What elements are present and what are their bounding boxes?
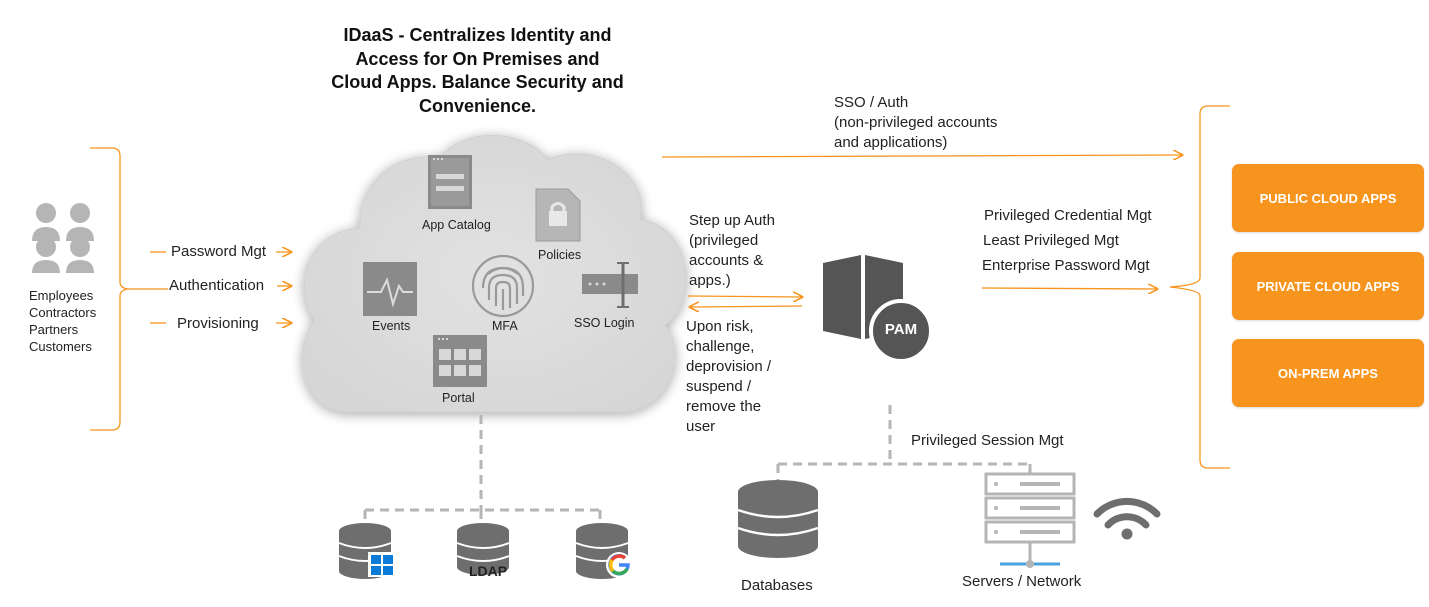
servers-network-label: Servers / Network: [962, 573, 1082, 590]
app-catalog-label: App Catalog: [422, 218, 491, 232]
mfa-icon: [471, 254, 535, 318]
step-up-line: Step up Auth: [689, 212, 775, 229]
step-up-auth-label: Step up Auth (privileged accounts & apps…: [689, 211, 775, 291]
app-catalog-icon: [428, 155, 472, 209]
policies-label: Policies: [538, 248, 582, 262]
upon-risk-label: Upon risk, challenge, deprovision / susp…: [686, 317, 771, 437]
google-database-icon: [575, 523, 632, 579]
upon-risk-line: user: [686, 418, 716, 435]
user-type: Employees: [29, 288, 94, 303]
sso-auth-line: and applications): [834, 134, 948, 151]
policies-icon: [535, 188, 581, 242]
events-label: Events: [372, 319, 411, 333]
enterprise-password-mgt-label: Enterprise Password Mgt: [982, 257, 1150, 274]
sso-login-icon: [582, 262, 638, 308]
users-list: Employees Contractors Partners Customers: [29, 287, 96, 355]
privileged-credential-mgt-label: Privileged Credential Mgt: [984, 207, 1152, 224]
least-privileged-mgt-label: Least Privileged Mgt: [983, 232, 1119, 249]
upon-risk-line: Upon risk,: [686, 318, 754, 335]
on-prem-apps-box: ON-PREM APPS: [1232, 339, 1424, 407]
step-up-line: accounts &: [689, 252, 764, 269]
sso-auth-line: SSO / Auth: [834, 94, 909, 111]
password-mgt-label: Password Mgt: [171, 243, 267, 260]
portal-label: Portal: [442, 391, 475, 405]
events-icon: [363, 262, 417, 316]
user-type: Partners: [29, 322, 79, 337]
private-cloud-apps-box: PRIVATE CLOUD APPS: [1232, 252, 1424, 320]
portal-icon: [433, 335, 487, 387]
upon-risk-line: suspend /: [686, 378, 752, 395]
databases-label: Databases: [741, 577, 813, 594]
provisioning-label: Provisioning: [177, 315, 259, 332]
ldap-database-icon: [456, 523, 510, 575]
sso-auth-label: SSO / Auth (non-privileged accounts and …: [834, 93, 997, 153]
step-up-line: apps.): [689, 272, 731, 289]
step-up-line: (privileged: [689, 232, 759, 249]
user-type: Customers: [29, 339, 92, 354]
ldap-label: LDAP: [469, 563, 508, 579]
apps-bracket: [1169, 105, 1230, 469]
pam-icon: [823, 255, 933, 363]
privileged-session-mgt-label: Privileged Session Mgt: [911, 432, 1064, 449]
users-icon: [32, 203, 94, 273]
upon-risk-line: deprovision /: [686, 358, 772, 375]
sso-login-label: SSO Login: [574, 316, 635, 330]
databases-icon: [737, 480, 819, 558]
idaas-cloud: [302, 134, 687, 413]
public-cloud-apps-box: PUBLIC CLOUD APPS: [1232, 164, 1424, 232]
pam-label: PAM: [884, 321, 918, 338]
mfa-label: MFA: [492, 319, 518, 333]
user-type: Contractors: [29, 305, 97, 320]
servers-icon: [984, 472, 1076, 568]
authentication-label: Authentication: [169, 277, 265, 294]
windows-database-icon: [338, 523, 395, 579]
upon-risk-line: challenge,: [686, 338, 755, 355]
upon-risk-line: remove the: [686, 398, 762, 415]
sso-auth-line: (non-privileged accounts: [834, 114, 998, 131]
wifi-icon: [1093, 497, 1161, 540]
diagram-title: IDaaS - Centralizes Identity and Access …: [331, 25, 624, 116]
